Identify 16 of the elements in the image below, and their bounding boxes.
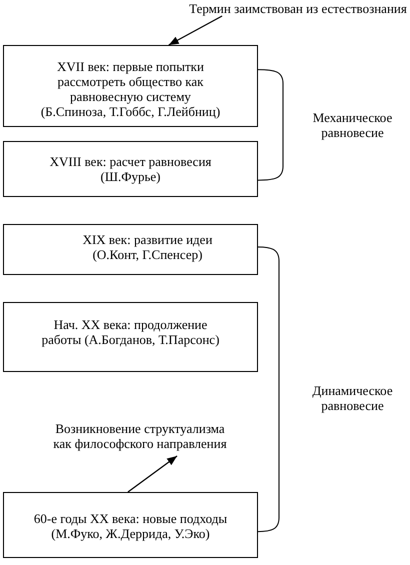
process-box: [3, 492, 258, 558]
process-box: [3, 224, 258, 275]
box-text: XVII век: первые попытки рассмотреть общество как равновесную систему (Б.Спиноза, Т.Гоббс, Г.Лейбниц): [40, 59, 222, 119]
note-text: Возникновение структуализма как философского направления: [45, 421, 235, 456]
bracket-label: Механическое равновесие: [312, 110, 394, 140]
process-box: [3, 45, 258, 127]
box-text: Нач. XX века: продолжение работы (А.Богданов, Т.Парсонс): [40, 317, 220, 347]
bracket-label: Динамическое равновесие: [311, 383, 394, 413]
process-box: [3, 141, 258, 197]
process-box: [3, 302, 258, 372]
box-text: 60-е годы XX века: новые подходы (М.Фуко, Ж.Деррида, У.Эко): [32, 511, 228, 541]
note-text: Термин заимствован из естествознания: [188, 1, 408, 16]
arrow: [168, 15, 222, 46]
box-text: XVIII век: расчет равновесия (Ш.Фурье): [48, 154, 212, 184]
box-text: XIX век: развитие идеи (О.Конт, Г.Спенсер): [82, 232, 214, 262]
arrow: [128, 456, 178, 492]
